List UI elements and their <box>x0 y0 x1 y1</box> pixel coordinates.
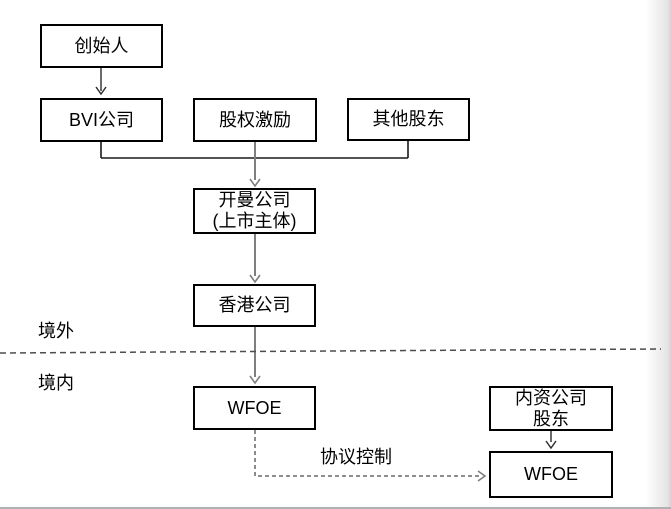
node-wfoe-vie-label: WFOE <box>524 464 578 485</box>
node-founder: 创始人 <box>40 24 163 68</box>
node-equity-incentive: 股权激励 <box>193 98 317 142</box>
node-hongkong-company: 香港公司 <box>193 284 316 327</box>
arrow-hk-to-wfoe <box>249 327 261 385</box>
node-domestic-shareholders: 内资公司 股东 <box>489 386 613 431</box>
node-wfoe-vie: WFOE <box>489 451 613 498</box>
arrow-bus-to-cayman <box>249 142 261 188</box>
node-cayman-label-line2: (上市主体) <box>212 211 297 231</box>
node-domestic-shareholders-label-line1: 内资公司 <box>515 387 587 408</box>
arrow-founder-to-bvi <box>95 68 107 96</box>
node-hongkong-label: 香港公司 <box>218 295 291 316</box>
node-domestic-shareholders-label-line2: 股东 <box>533 408 569 429</box>
onshore-label: 境内 <box>38 373 74 393</box>
arrow-vie-control-dashed <box>254 430 487 482</box>
node-cayman-label-line1: 开曼公司 <box>218 190 291 211</box>
node-equity-incentive-label: 股权激励 <box>219 109 291 130</box>
offshore-label: 境外 <box>38 321 74 341</box>
node-founder-label: 创始人 <box>74 35 129 56</box>
node-other-shareholders-label: 其他股东 <box>372 109 445 130</box>
arrow-cayman-to-hk <box>249 234 261 284</box>
vie-control-label: 协议控制 <box>320 447 392 467</box>
node-bvi-label: BVI公司 <box>68 109 134 130</box>
node-cayman-company: 开曼公司 (上市主体) <box>193 188 316 234</box>
arrow-domestic-to-wfoe2 <box>545 431 557 450</box>
node-wfoe-label: WFOE <box>227 397 282 418</box>
border-divider-dashed <box>0 348 662 354</box>
node-other-shareholders: 其他股东 <box>347 98 470 141</box>
node-bvi-company: BVI公司 <box>40 98 163 142</box>
node-wfoe: WFOE <box>193 386 316 430</box>
